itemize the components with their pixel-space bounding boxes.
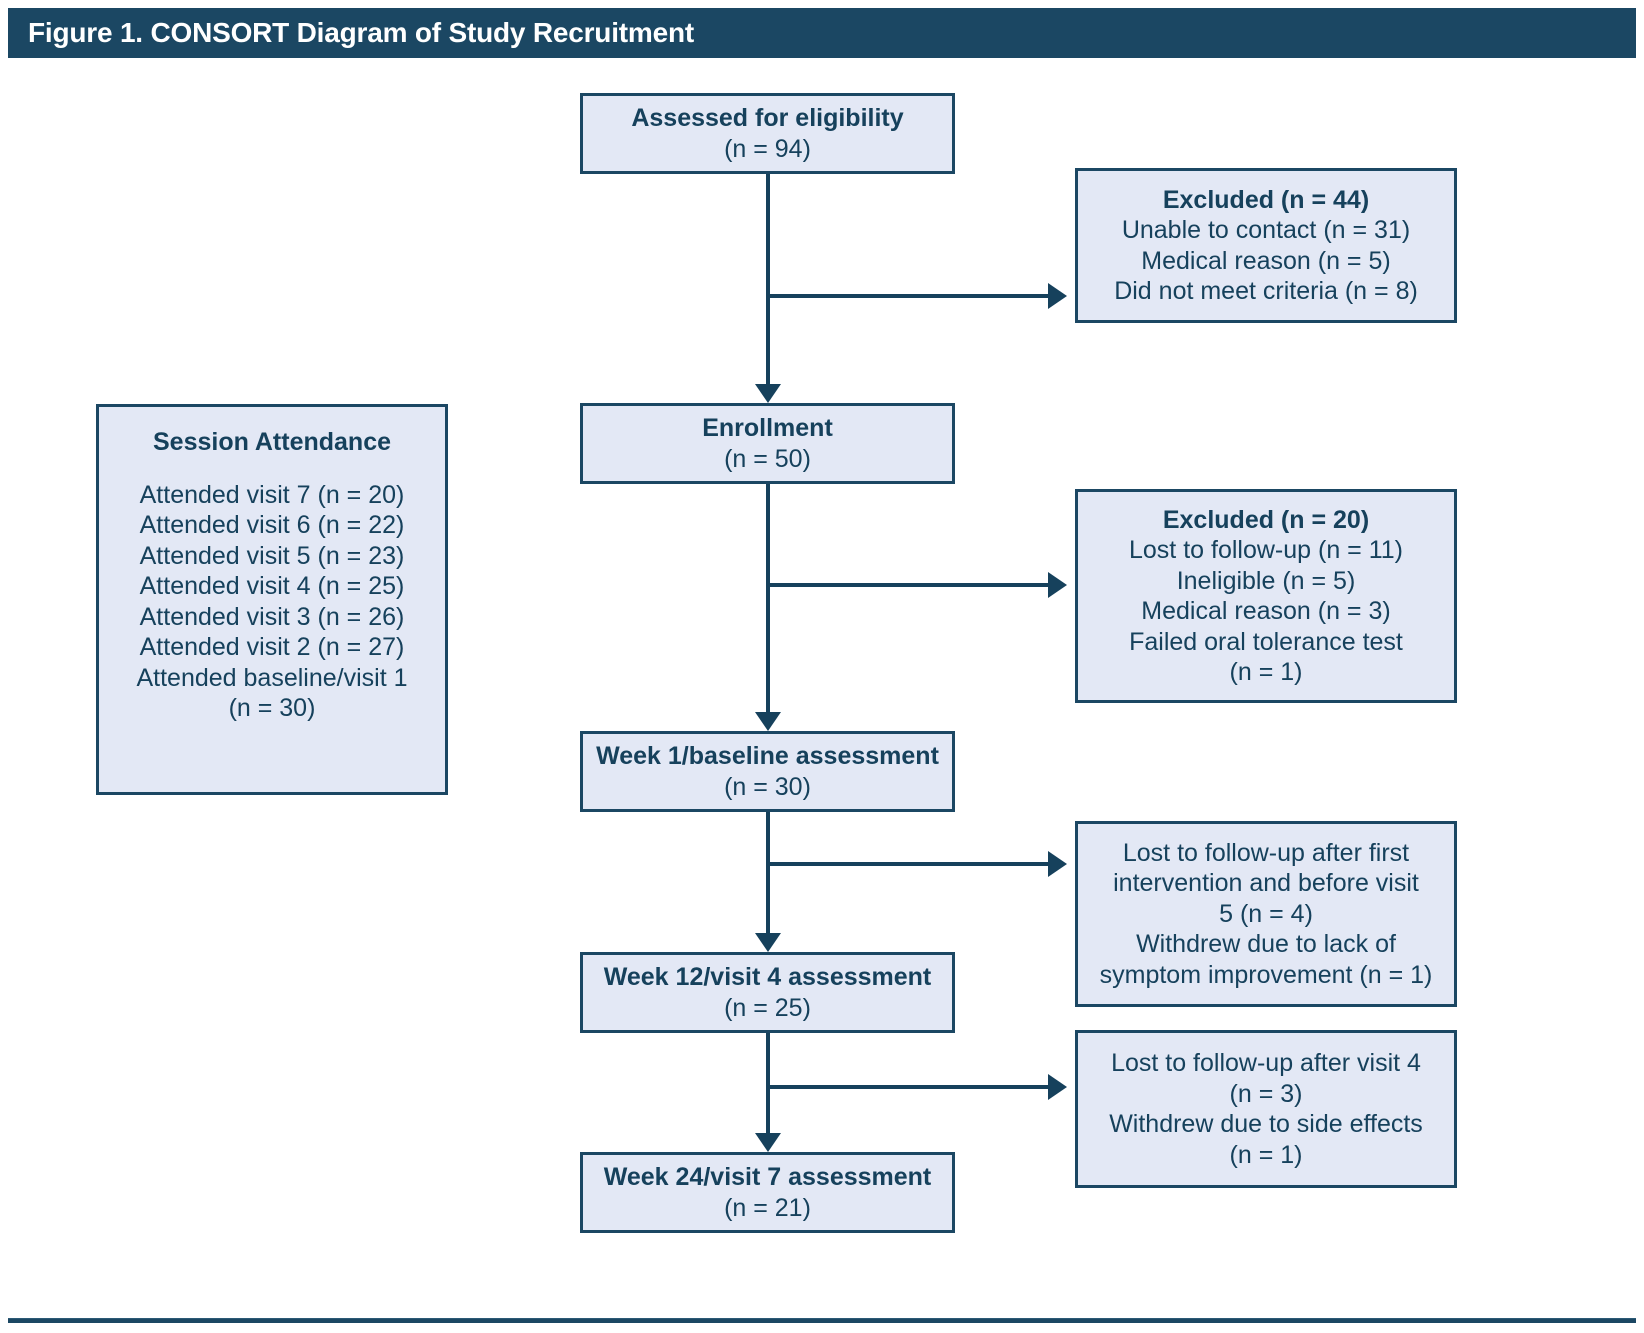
session-attendance-item: (n = 30) — [228, 694, 316, 722]
session-attendance-item: Attended baseline/visit 1 — [136, 663, 408, 692]
node-excluded-screening: Excluded (n = 44) Unable to contact (n =… — [1075, 168, 1457, 323]
excluded-1-heading: Excluded (n = 44) — [1162, 185, 1370, 214]
session-attendance-item: Attended visit 4 (n = 25) — [139, 572, 405, 600]
arrowhead-excluded-screening — [1048, 283, 1067, 309]
arrowhead-enrollment — [755, 384, 781, 403]
session-attendance-item: Attended visit 3 (n = 26) — [139, 602, 405, 631]
excluded-2-reason: Lost to follow-up (n = 11) — [1129, 536, 1403, 564]
node-week24-visit7-assessment: Week 24/visit 7 assessment (n = 21) — [580, 1152, 955, 1233]
node-week12-count: (n = 25) — [724, 993, 811, 1022]
excluded-1-reason: Medical reason (n = 5) — [1141, 246, 1391, 275]
connector-to-excluded-screening — [766, 294, 1048, 298]
attrition-1-line: intervention and before visit — [1113, 869, 1419, 898]
node-enrollment: Enrollment (n = 50) — [580, 403, 955, 484]
arrowhead-excluded-enrollment — [1048, 572, 1067, 598]
session-attendance-item: Attended visit 5 (n = 23) — [139, 541, 405, 570]
node-week12-visit4-assessment: Week 12/visit 4 assessment (n = 25) — [580, 952, 955, 1033]
attrition-2-line: (n = 3) — [1229, 1079, 1303, 1108]
excluded-2-reason: Failed oral tolerance test — [1129, 627, 1403, 656]
attrition-2-line: (n = 1) — [1229, 1140, 1303, 1169]
page-title: Figure 1. CONSORT Diagram of Study Recru… — [28, 17, 694, 48]
excluded-2-reason: Ineligible (n = 5) — [1176, 566, 1356, 595]
session-attendance-item: Attended visit 7 (n = 20) — [139, 480, 405, 509]
node-attrition-before-visit5: Lost to follow-up after first interventi… — [1075, 821, 1457, 1007]
node-session-attendance: Session Attendance Attended visit 7 (n =… — [96, 404, 448, 795]
attrition-1-line: Withdrew due to lack of — [1136, 930, 1396, 959]
attrition-1-line: symptom improvement (n = 1) — [1099, 960, 1433, 989]
connector-to-attrition-before-visit5 — [766, 862, 1048, 866]
attrition-2-line: Withdrew due to side effects — [1109, 1110, 1423, 1138]
node-week1-heading: Week 1/baseline assessment — [596, 742, 939, 770]
node-enrollment-heading: Enrollment — [702, 414, 833, 442]
footer-rule — [8, 1318, 1636, 1323]
attrition-1-line: Lost to follow-up after first — [1122, 838, 1410, 867]
excluded-1-reason: Did not meet criteria (n = 8) — [1114, 277, 1418, 305]
node-week24-count: (n = 21) — [724, 1193, 811, 1222]
attrition-2-line: Lost to follow-up after visit 4 — [1111, 1049, 1421, 1077]
arrowhead-attrition-before-visit5 — [1048, 851, 1067, 877]
connector-enrollment-to-week1 — [766, 484, 770, 712]
node-week1-count: (n = 30) — [724, 772, 811, 801]
connector-to-excluded-enrollment — [766, 583, 1048, 587]
connector-week1-to-week12 — [766, 812, 770, 933]
node-assessed-for-eligibility: Assessed for eligibility (n = 94) — [580, 93, 955, 174]
figure-title-bar: Figure 1. CONSORT Diagram of Study Recru… — [8, 8, 1636, 58]
node-enrollment-count: (n = 50) — [724, 444, 811, 473]
excluded-2-reason: (n = 1) — [1229, 658, 1303, 686]
node-excluded-enrollment: Excluded (n = 20) Lost to follow-up (n =… — [1075, 489, 1457, 703]
node-assessed-heading: Assessed for eligibility — [631, 104, 904, 132]
excluded-1-reason: Unable to contact (n = 31) — [1121, 216, 1411, 244]
arrowhead-week24 — [755, 1133, 781, 1152]
attrition-1-line: 5 (n = 4) — [1219, 899, 1313, 928]
node-attrition-after-visit4: Lost to follow-up after visit 4 (n = 3) … — [1075, 1030, 1457, 1188]
session-attendance-item: Attended visit 2 (n = 27) — [139, 633, 405, 661]
node-assessed-count: (n = 94) — [724, 134, 811, 163]
node-week12-heading: Week 12/visit 4 assessment — [603, 963, 932, 991]
node-week1-baseline-assessment: Week 1/baseline assessment (n = 30) — [580, 731, 955, 812]
node-week24-heading: Week 24/visit 7 assessment — [603, 1163, 932, 1191]
connector-week12-to-week24 — [766, 1033, 770, 1133]
connector-assessed-to-enrollment — [766, 174, 770, 384]
excluded-2-reason: Medical reason (n = 3) — [1141, 597, 1391, 625]
excluded-2-heading: Excluded (n = 20) — [1162, 505, 1370, 534]
arrowhead-attrition-after-visit4 — [1048, 1074, 1067, 1100]
arrowhead-week1 — [755, 712, 781, 731]
session-attendance-item: Attended visit 6 (n = 22) — [139, 511, 405, 539]
connector-to-attrition-after-visit4 — [766, 1085, 1048, 1089]
session-attendance-heading: Session Attendance — [152, 428, 392, 456]
arrowhead-week12 — [755, 933, 781, 952]
